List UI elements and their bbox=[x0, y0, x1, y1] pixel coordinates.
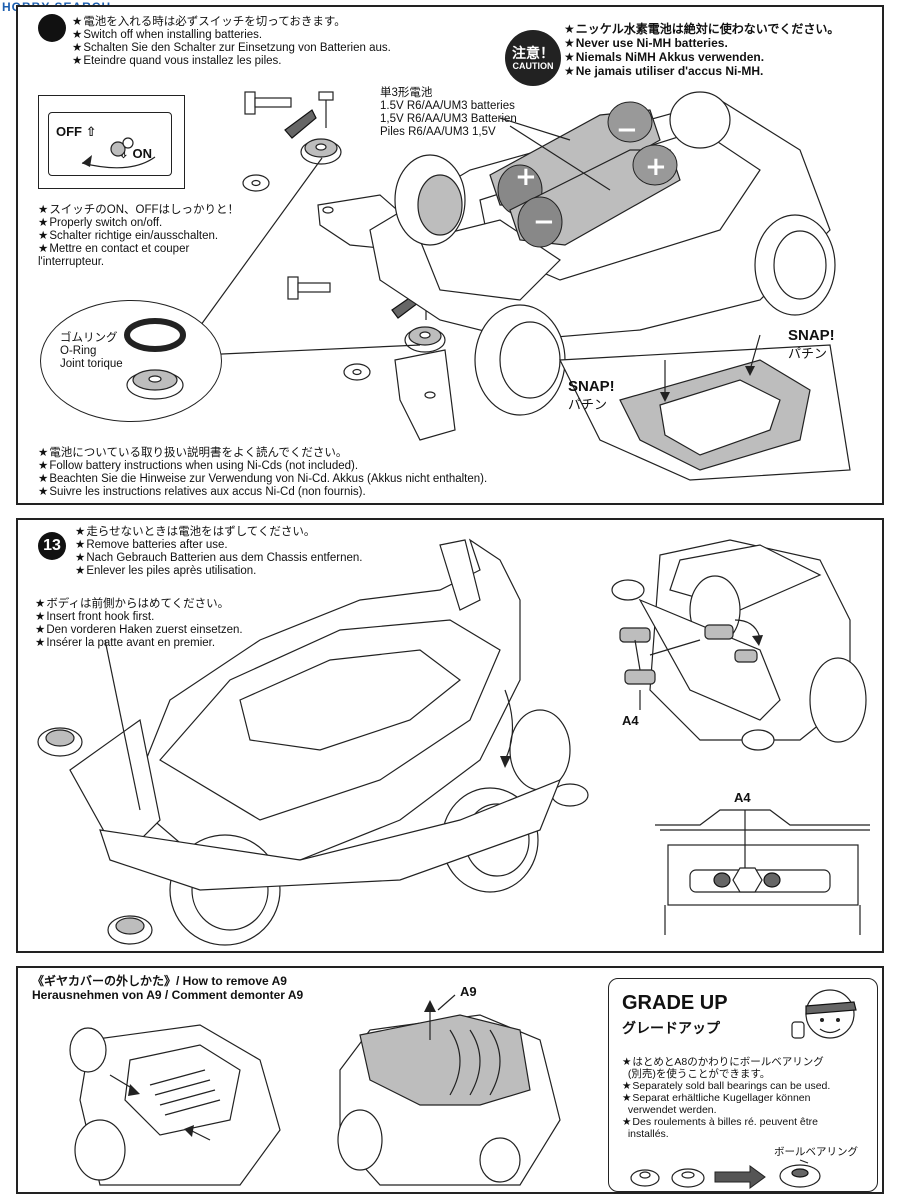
caution-badge: 注意！ CAUTION bbox=[505, 30, 561, 86]
switch-instructions: ★スイッチのON、OFFはしっかりと！ ★Properly switch on/… bbox=[38, 204, 240, 268]
step13-body-text: ★ボディは前側からはめてください。 ★Insert front hook fir… bbox=[35, 598, 243, 649]
step12-header-text: ★電池を入れる時は必ずスイッチを切っておきます。 ★Switch off whe… bbox=[72, 16, 391, 67]
grade-up-title: GRADE UP bbox=[622, 992, 728, 1014]
snap-label-right: SNAP! パチン bbox=[788, 327, 835, 361]
screw-icon bbox=[287, 276, 331, 300]
step-13-badge: 13 bbox=[38, 532, 66, 560]
remove-a9-title: 《ギヤカバーの外しかた》/ How to remove A9 Herausneh… bbox=[32, 974, 304, 1002]
oring-icon bbox=[124, 318, 186, 400]
caution-text: ★ニッケル水素電池は絶対に使わないでください。 ★Never use Ni-MH… bbox=[564, 22, 840, 78]
ball-bearing-label: ボールベアリング bbox=[774, 1146, 858, 1158]
grade-up-text: ★はとめとA8のかわりにボールベアリング (別売)を使うことができます。 ★Se… bbox=[622, 1056, 831, 1140]
a4-label-lower: A4 bbox=[734, 790, 751, 805]
battery-label: 単3形電池 1.5V R6/AA/UM3 batteries 1,5V R6/A… bbox=[380, 87, 517, 138]
a4-label-upper: A4 bbox=[622, 713, 639, 728]
a4-rear-view-illustration bbox=[655, 809, 870, 935]
svg-text:−: − bbox=[616, 115, 638, 145]
svg-text:+: + bbox=[515, 162, 537, 192]
a4-part-icon bbox=[619, 624, 758, 685]
switch-arrow-icon bbox=[81, 137, 156, 169]
step12-footer-text: ★電池についている取り扱い説明書をよく読んでください。 ★Follow batt… bbox=[38, 447, 488, 498]
mascot-icon bbox=[791, 989, 857, 1039]
oring-label: ゴムリング O-Ring Joint torique bbox=[60, 332, 123, 370]
grade-up-subtitle: グレードアップ bbox=[622, 1020, 720, 1036]
switch-off-label: OFF ⇧ bbox=[56, 124, 97, 139]
svg-text:+: + bbox=[645, 152, 667, 182]
step13-car-body-illustration bbox=[37, 538, 589, 946]
step13-header-text: ★走らせないときは電池をはずしてください。 ★Remove batteries … bbox=[75, 526, 363, 577]
grade-up-box bbox=[608, 978, 878, 1192]
a9-label: A9 bbox=[460, 984, 477, 999]
a4-part-illustration bbox=[611, 539, 867, 751]
oring-inset bbox=[40, 300, 222, 422]
battery-icon: − + bbox=[509, 144, 681, 248]
svg-text:−: − bbox=[533, 207, 555, 237]
switch-plate bbox=[48, 112, 172, 176]
screw-icon bbox=[244, 91, 292, 115]
battery-icon: + − bbox=[489, 101, 661, 216]
snap-label-left: SNAP! パチン bbox=[568, 378, 615, 412]
step12-chassis-illustration: + − − + bbox=[189, 91, 851, 481]
step-12-badge bbox=[38, 14, 66, 42]
